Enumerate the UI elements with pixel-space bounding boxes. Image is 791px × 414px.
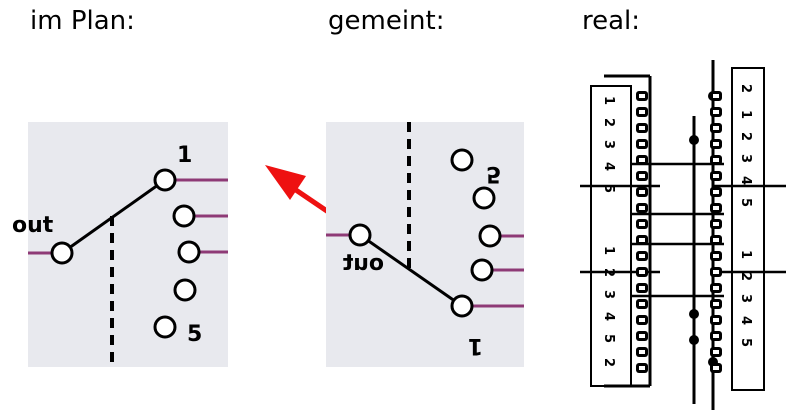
real-left-label-4: 4	[601, 162, 616, 171]
real-left-label-3: 3	[601, 140, 616, 149]
arrow-head	[265, 165, 306, 200]
plan-pos-1-label: 1	[177, 143, 192, 168]
meant-contact-1	[450, 294, 474, 318]
real-contact-pad-slot	[639, 286, 645, 290]
real-contact-pad-slot	[713, 334, 719, 338]
real-switch-diagram: 1 2 3 4 5 1 2 3 4 5 2 2 1 2 3 4 5 1 2 3 …	[580, 60, 786, 410]
meant-pos-5-label: 5	[486, 161, 501, 186]
real-left-label-2b: 2	[601, 268, 616, 277]
real-contact-pad-slot	[713, 94, 719, 98]
real-contact-pad-slot	[639, 318, 645, 322]
plan-out-label: out	[12, 213, 54, 238]
real-left-label-1b: 1	[601, 246, 616, 255]
real-right-label-2b: 2	[738, 272, 753, 281]
meant-contact-5	[450, 148, 474, 172]
plan-contact-1	[153, 168, 177, 192]
real-contact-pad-slot	[639, 254, 645, 258]
real-contacts-right	[710, 91, 722, 373]
real-left-label-2: 2	[601, 118, 616, 127]
real-right-block	[731, 67, 765, 391]
real-right-label-4: 4	[738, 176, 753, 185]
real-contact-pad-slot	[713, 286, 719, 290]
real-right-label-3b: 3	[738, 294, 753, 303]
heading-meant: gemeint:	[328, 6, 445, 36]
meant-out-label: out	[342, 251, 384, 276]
real-contact-pad-slot	[639, 174, 645, 178]
real-contact-pad-slot	[713, 238, 719, 242]
real-contact-pad-slot	[639, 126, 645, 130]
plan-wiper	[61, 178, 166, 255]
real-left-label-5: 5	[601, 184, 616, 193]
plan-contact-4	[173, 278, 197, 302]
real-junction	[689, 309, 699, 319]
real-contact-pad-slot	[639, 270, 645, 274]
real-left-end-label: 2	[601, 358, 616, 367]
real-right-label-4b: 4	[738, 316, 753, 325]
plan-contact-5	[153, 315, 177, 339]
real-contact-pad-slot	[713, 174, 719, 178]
real-contact-pad-slot	[713, 318, 719, 322]
real-right-label-5b: 5	[738, 338, 753, 347]
meant-contact-out	[348, 223, 372, 247]
real-right-label-2: 2	[738, 132, 753, 141]
real-contact-pad-slot	[639, 350, 645, 354]
real-contact-pad-slot	[713, 270, 719, 274]
real-contact-pad-slot	[639, 238, 645, 242]
real-junction	[689, 335, 699, 345]
plan-contact-3	[177, 240, 201, 264]
real-right-label-1: 1	[738, 110, 753, 119]
real-right-label-1b: 1	[738, 250, 753, 259]
real-right-end-label: 2	[738, 84, 753, 93]
real-contact-pad-slot	[713, 222, 719, 226]
heading-real: real:	[582, 6, 641, 36]
real-contact-pad-slot	[713, 206, 719, 210]
real-contact-pad-slot	[639, 206, 645, 210]
real-left-label-3b: 3	[601, 290, 616, 299]
real-contact-pad-slot	[713, 142, 719, 146]
real-left-label-1: 1	[601, 96, 616, 105]
meant-contact-4	[472, 186, 496, 210]
real-contact-pad-slot	[713, 350, 719, 354]
real-contact-pad-slot	[639, 190, 645, 194]
real-contact-pad-slot	[639, 366, 645, 370]
real-contact-pad-slot	[639, 222, 645, 226]
real-contact-pad-slot	[639, 158, 645, 162]
real-contact-pad-slot	[639, 94, 645, 98]
meant-wiper	[359, 233, 463, 308]
plan-pos-5-label: 5	[187, 322, 202, 347]
real-contact-pad-slot	[713, 190, 719, 194]
real-junction	[689, 135, 699, 145]
real-left-label-5b: 5	[601, 334, 616, 343]
real-contact-pad-slot	[713, 366, 719, 370]
plan-switch-diagram: out 1 5	[12, 122, 228, 367]
meant-contact-3	[478, 224, 502, 248]
real-contact-pad-slot	[639, 142, 645, 146]
real-contact-pad-slot	[713, 254, 719, 258]
heading-plan: im Plan:	[30, 6, 135, 36]
real-contact-pad-slot	[713, 302, 719, 306]
plan-contact-out	[50, 241, 74, 265]
meant-contact-2	[470, 258, 494, 282]
real-contact-pad-slot	[713, 126, 719, 130]
meant-switch-diagram: out 5 1	[326, 122, 524, 367]
meant-pos-1-label: 1	[468, 333, 483, 358]
real-right-label-5: 5	[738, 198, 753, 207]
real-right-label-3: 3	[738, 154, 753, 163]
real-contact-pad-slot	[713, 158, 719, 162]
real-contact-pad-slot	[639, 334, 645, 338]
real-contact-pad-slot	[639, 302, 645, 306]
real-contact-pad-slot	[639, 110, 645, 114]
real-contact-pad-slot	[713, 110, 719, 114]
real-left-label-4b: 4	[601, 312, 616, 321]
plan-contact-2	[172, 204, 196, 228]
real-contacts-left	[636, 91, 648, 373]
